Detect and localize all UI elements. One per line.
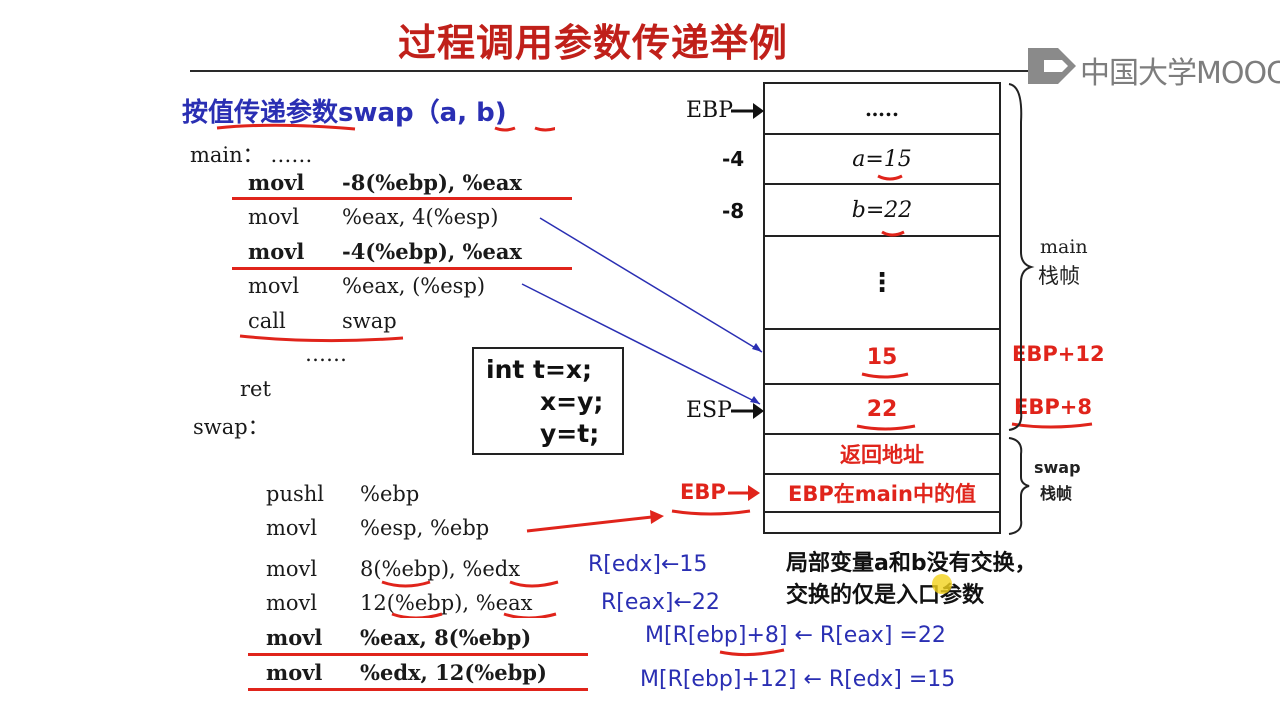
- offset-minus-4: -4: [722, 147, 745, 171]
- main-code-line-4: movl %eax, (%esp): [248, 274, 485, 298]
- stack-diagram: ….. a=15 b=22 ⋮ 15 22 返回地址 EBP在main中的值: [763, 82, 1001, 534]
- stack-cell-15: 15: [765, 330, 999, 385]
- logo-text: 中国大学MOOC: [1080, 56, 1280, 91]
- main-code-line-3: movl -4(%ebp), %eax: [248, 239, 522, 264]
- section-heading: 按值传递参数swap（a, b): [182, 98, 507, 128]
- operands: %eax, (%esp): [342, 274, 486, 298]
- main-frame-label-2: 栈帧: [1038, 264, 1080, 288]
- swap-code-line-3: movl 8(%ebp), %edx: [266, 557, 520, 581]
- swap-code-line-4: movl 12(%ebp), %eax: [266, 591, 532, 615]
- ebp-top-label: EBP: [686, 98, 734, 123]
- highlight-line: [248, 653, 588, 656]
- esp-label: ESP: [686, 398, 732, 423]
- main-ellipsis: ……: [305, 342, 347, 366]
- mooc-logo-icon: [1028, 48, 1076, 84]
- operands: %esp, %ebp: [360, 516, 490, 540]
- ebp-new-arrow-icon: [728, 485, 760, 501]
- highlight-line: [248, 688, 588, 691]
- main-code-line-5: call swap: [248, 309, 397, 333]
- swap-frame-label-2: 栈帧: [1040, 484, 1073, 503]
- ebp-new-underline: [671, 509, 751, 516]
- stack-cell-b: b=22: [765, 185, 999, 237]
- swap-code-line-2: movl %esp, %ebp: [266, 516, 489, 540]
- operand-underlines: [381, 580, 559, 618]
- swap-code-line-6: movl %edx, 12(%ebp): [266, 660, 547, 685]
- esp-arrow-icon: [731, 403, 764, 419]
- annotation-edx: R[edx]←15: [588, 552, 708, 577]
- operands: %edx, 12(%ebp): [360, 660, 547, 685]
- opcode: movl: [266, 516, 318, 540]
- operands: -8(%ebp), %eax: [342, 170, 522, 195]
- operands: 8(%ebp), %edx: [360, 557, 521, 581]
- source-line-2: x=y;: [540, 387, 604, 416]
- stack-cell-gap: ⋮: [765, 237, 999, 330]
- source-line-3: y=t;: [540, 419, 600, 448]
- stack-cell-saved-ebp: EBP在main中的值: [765, 475, 999, 513]
- stack-underline-22: [856, 424, 916, 431]
- opcode: movl: [266, 591, 318, 615]
- source-line-1: int t=x;: [486, 355, 593, 384]
- annotation-m8: M[R[ebp]+8] ← R[eax] =22: [645, 623, 946, 648]
- main-code-line-1: movl -8(%ebp), %eax: [248, 170, 522, 195]
- swap-code-line-5: movl %eax, 8(%ebp): [266, 625, 531, 650]
- opcode: movl: [248, 205, 300, 229]
- title-rule: [190, 70, 1030, 72]
- ebp-underline: [719, 648, 785, 657]
- opcode: pushl: [266, 482, 324, 506]
- main-frame-label-1: main: [1040, 236, 1088, 258]
- opcode: movl: [248, 170, 305, 195]
- main-code-line-2: movl %eax, 4(%esp): [248, 205, 498, 229]
- ebp-top-arrow-icon: [731, 103, 764, 119]
- offset-minus-8: -8: [722, 199, 745, 223]
- stack-cell-return-address: 返回地址: [765, 435, 999, 475]
- offset-ebp-plus-12: EBP+12: [1012, 342, 1105, 366]
- opcode: movl: [248, 239, 305, 264]
- cursor-highlight-icon: [932, 574, 952, 594]
- highlight-line: [232, 197, 572, 200]
- swap-frame-label-1: swap: [1034, 458, 1081, 477]
- operands: swap: [342, 309, 397, 333]
- main-label: main： ……: [190, 143, 313, 167]
- highlight-line: [232, 267, 572, 270]
- frame-braces: [1008, 83, 1035, 535]
- operands: 12(%ebp), %eax: [360, 591, 533, 615]
- swap-code-line-1: pushl %ebp: [266, 482, 419, 506]
- heading-underline: [216, 123, 555, 132]
- operands: %eax, 8(%ebp): [360, 625, 532, 650]
- operands: %eax, 4(%esp): [342, 205, 499, 229]
- stack-cell-top: …..: [765, 84, 999, 135]
- call-underline: [239, 334, 404, 343]
- mooc-logo: 中国大学MOOC: [1028, 42, 1280, 91]
- opcode: movl: [266, 557, 318, 581]
- main-ret: ret: [240, 377, 271, 401]
- annotation-m12: M[R[ebp]+12] ← R[edx] =15: [640, 667, 956, 692]
- slide-title: 过程调用参数传递举例: [398, 21, 789, 65]
- annotation-eax: R[eax]←22: [601, 590, 720, 615]
- swap-label: swap：: [193, 415, 269, 439]
- operands: -4(%ebp), %eax: [342, 239, 522, 264]
- note-line-1: 局部变量a和b没有交换，: [786, 551, 1037, 576]
- opcode: movl: [266, 660, 323, 685]
- stack-underlines: [861, 174, 909, 379]
- opcode: movl: [266, 625, 323, 650]
- offset-ebp-plus-8: EBP+8: [1014, 395, 1092, 419]
- operands: %ebp: [360, 482, 420, 506]
- opcode: call: [248, 309, 286, 333]
- stack-cell-22: 22: [765, 385, 999, 435]
- ebp-new-label: EBP: [680, 480, 726, 504]
- opcode: movl: [248, 274, 300, 298]
- swap-source-box: int t=x; x=y; y=t;: [472, 347, 624, 455]
- stack-cell-a: a=15: [765, 135, 999, 185]
